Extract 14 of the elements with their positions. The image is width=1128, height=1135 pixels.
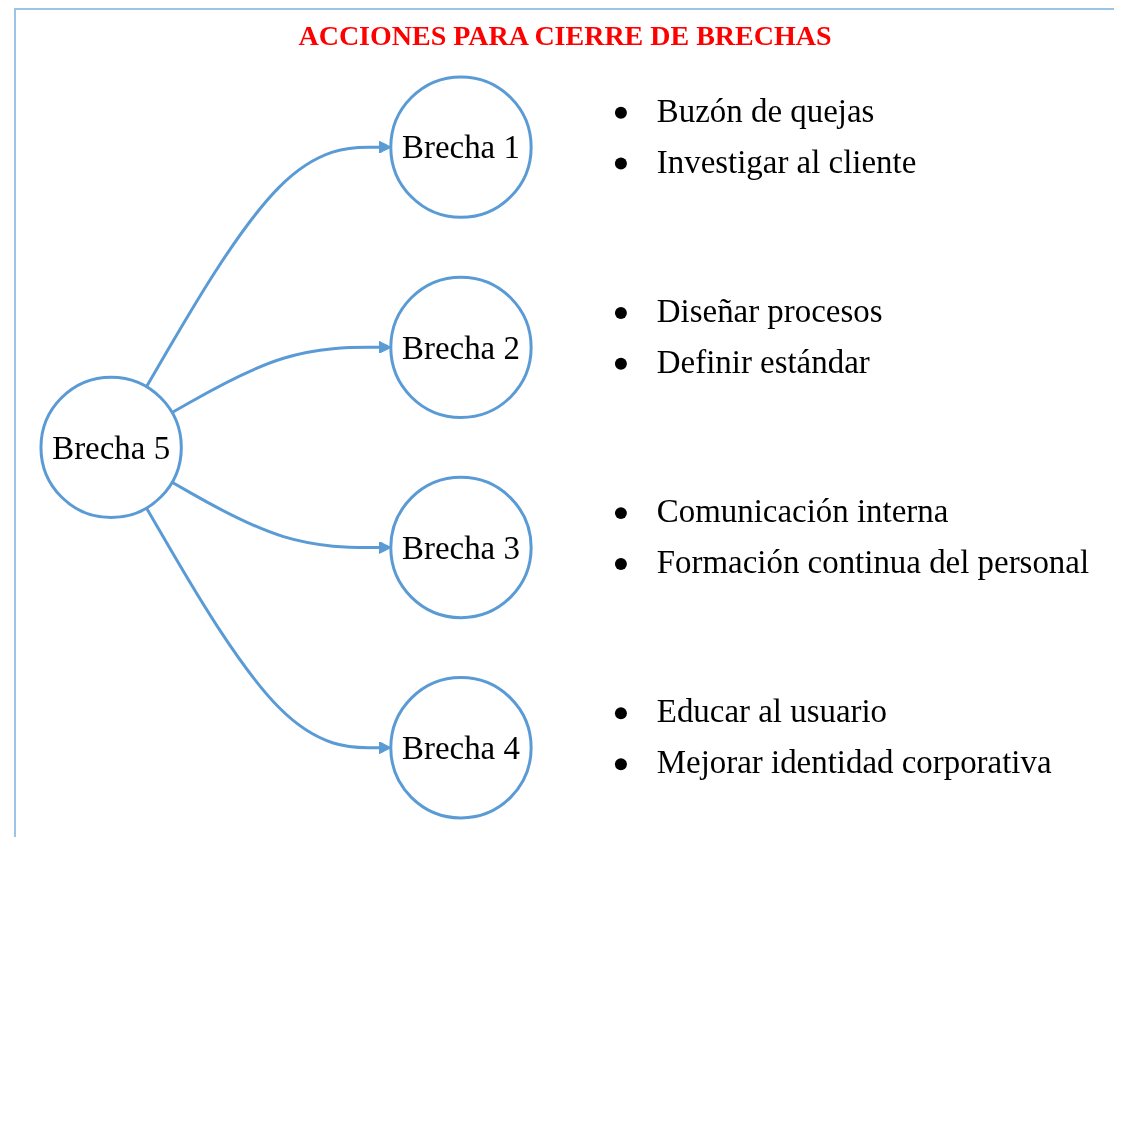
action-item: Buzón de quejas [656,92,875,129]
action-item: Formación continua del personal [656,543,1090,580]
title: ACCIONES PARA CIERRE DE BRECHAS [297,20,833,52]
node-circle: Brecha 4 [389,676,533,820]
node-circle: Brecha 5 [39,375,183,520]
action-item: Educar al usuario [656,693,888,730]
node-circle: Brecha 1 [389,75,533,219]
action-item: Comunicación interna [656,493,949,530]
action-item: Diseñar procesos [656,292,883,329]
action-item: Mejorar identidad corporativa [656,744,1052,781]
action-item: Definir estándar [656,343,870,380]
node-circle: Brecha 2 [389,275,533,419]
node-circle: Brecha 3 [389,475,533,620]
action-item: Investigar al cliente [656,143,917,180]
